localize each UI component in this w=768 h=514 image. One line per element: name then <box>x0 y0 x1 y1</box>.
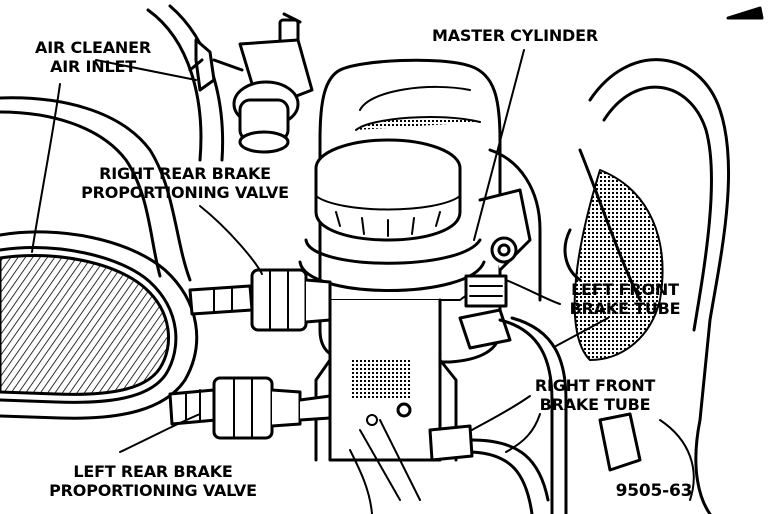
master-cylinder-body <box>298 58 502 514</box>
leader-air-cleaner <box>95 59 197 81</box>
right-fender-structure <box>563 58 731 514</box>
label-air-cleaner-line-2: AIR INLET <box>50 57 136 76</box>
label-left-rear-proportioning-valve: LEFT REAR BRAKE PROPORTIONING VALVE <box>28 462 278 500</box>
label-right-front-line-1: RIGHT FRONT <box>534 376 656 395</box>
label-right-rear-line-2: PROPORTIONING VALVE <box>81 183 289 202</box>
leader-master-cylinder <box>473 49 525 241</box>
master-cylinder-side <box>458 148 561 350</box>
label-left-rear-line-2: PROPORTIONING VALVE <box>49 481 257 500</box>
left-rear-proportioning-valve-shape <box>168 376 332 440</box>
label-right-front-brake-tube: RIGHT FRONT BRAKE TUBE <box>520 376 670 414</box>
label-air-cleaner-line-1: AIR CLEANER <box>35 38 151 57</box>
figure-number: 9505-63 <box>604 482 704 501</box>
corner-mark <box>726 6 764 20</box>
brake-tubes <box>428 316 568 514</box>
label-left-rear-line-1: LEFT REAR BRAKE <box>73 462 233 481</box>
label-right-rear-line-1: RIGHT REAR BRAKE <box>99 164 271 183</box>
leader-left-front-tube <box>555 317 609 347</box>
leader-air-inlet <box>31 83 61 253</box>
leader-left-rear-valve <box>119 413 201 453</box>
label-right-rear-proportioning-valve: RIGHT REAR BRAKE PROPORTIONING VALVE <box>60 164 310 202</box>
label-left-front-line-1: LEFT FRONT <box>571 280 679 299</box>
leader-right-front-tube-1 <box>471 395 531 431</box>
right-rear-proportioning-valve-shape <box>188 268 332 332</box>
label-air-cleaner-air-inlet: AIR CLEANER AIR INLET <box>18 38 168 76</box>
leader-right-rear-valve <box>199 205 263 275</box>
air-cleaner-duct <box>0 4 225 420</box>
sensor-fitting <box>188 12 314 154</box>
label-left-front-brake-tube: LEFT FRONT BRAKE TUBE <box>555 280 695 318</box>
label-right-front-line-2: BRAKE TUBE <box>539 395 651 414</box>
label-left-front-line-2: BRAKE TUBE <box>569 299 681 318</box>
leader-right-front-tube-2 <box>505 413 541 453</box>
figure-number-text: 9505-63 <box>615 481 693 501</box>
label-master-cylinder-text: MASTER CYLINDER <box>432 26 598 45</box>
air-inlet-hatched-area <box>0 254 171 396</box>
label-master-cylinder: MASTER CYLINDER <box>410 26 620 45</box>
leader-lines <box>31 49 609 453</box>
